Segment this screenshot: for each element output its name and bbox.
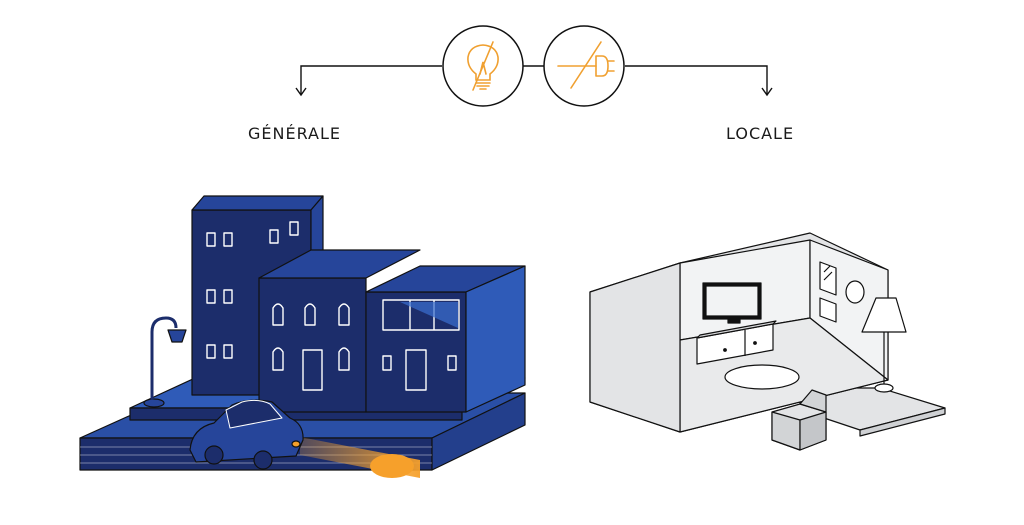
- car: [189, 399, 420, 478]
- left-arrow-head: [295, 87, 307, 97]
- left-connector-line: [300, 65, 442, 94]
- plug-off-icon: [543, 25, 625, 107]
- local-label: LOCALE: [726, 124, 795, 143]
- city-night-scene: [79, 195, 526, 478]
- street-lamp: [143, 316, 187, 408]
- connector-lines: [295, 65, 773, 97]
- lightbulb-off-icon: [442, 25, 524, 107]
- right-arrow-head: [761, 87, 773, 97]
- armchair: [771, 389, 827, 451]
- room-interior-scene: [589, 232, 946, 451]
- general-label: GÉNÉRALE: [248, 124, 342, 143]
- right-connector-line: [625, 65, 768, 94]
